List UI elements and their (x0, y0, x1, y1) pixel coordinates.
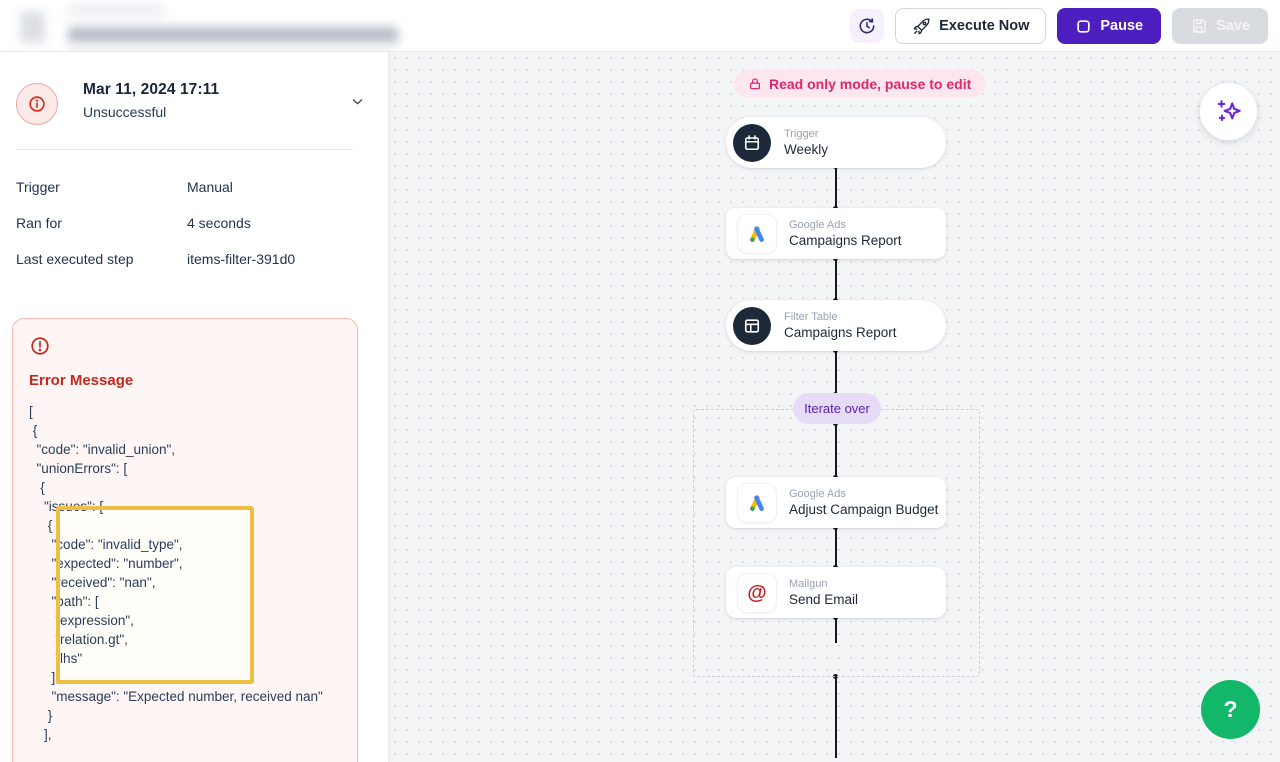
alert-circle-icon (29, 335, 51, 357)
rocket-icon (912, 17, 931, 36)
history-clock-icon (857, 16, 877, 36)
run-status-label: Unsuccessful (83, 104, 167, 120)
execute-now-label: Execute Now (939, 18, 1030, 34)
detail-value: 4 seconds (187, 215, 251, 231)
node-trigger-weekly[interactable]: Trigger Weekly (726, 117, 946, 168)
node-app-label: Trigger (784, 128, 819, 140)
stop-square-icon (1075, 18, 1092, 35)
iterate-over-pill[interactable]: Iterate over (793, 393, 881, 424)
google-ads-icon (738, 214, 776, 253)
error-message-panel: Error Message [ { "code": "invalid_union… (12, 318, 358, 762)
detail-row-last-step: Last executed step items-filter-391d0 (0, 242, 388, 278)
mailgun-icon: @ (738, 573, 776, 612)
iterate-loop-container (693, 409, 980, 677)
detail-row-trigger: Trigger Manual (0, 170, 388, 206)
node-app-label: Filter Table (784, 311, 838, 323)
run-history-button[interactable] (850, 9, 885, 43)
detail-label: Trigger (16, 179, 60, 195)
node-google-ads-adjust-budget[interactable]: Google Ads Adjust Campaign Budget (726, 477, 946, 528)
detail-label: Last executed step (16, 251, 134, 267)
iterate-over-label: Iterate over (804, 401, 870, 416)
redacted-subtitle (68, 45, 390, 51)
node-google-ads-campaigns-report[interactable]: Google Ads Campaigns Report (726, 208, 946, 259)
redacted-workflow-title (68, 27, 398, 43)
node-app-label: Google Ads (789, 488, 846, 500)
node-mailgun-send-email[interactable]: @ Mailgun Send Email (726, 567, 946, 618)
node-title: Campaigns Report (789, 233, 902, 248)
readonly-banner-label: Read only mode, pause to edit (769, 75, 972, 92)
save-floppy-icon (1190, 17, 1208, 35)
help-label: ? (1223, 696, 1238, 722)
connector-line (833, 674, 838, 758)
connector-line (833, 256, 838, 303)
detail-value: Manual (187, 179, 233, 195)
error-json-text: [ { "code": "invalid_union", "unionError… (29, 404, 323, 742)
readonly-banner: Read only mode, pause to edit (734, 70, 986, 97)
calendar-icon (733, 123, 771, 162)
run-details-sidebar: Mar 11, 2024 17:11 Unsuccessful Trigger … (0, 52, 389, 762)
run-header: Mar 11, 2024 17:11 Unsuccessful (83, 81, 219, 120)
topbar: Execute Now Pause Save (0, 0, 1280, 52)
info-icon (26, 93, 48, 115)
pause-button[interactable]: Pause (1057, 8, 1162, 44)
google-ads-icon (738, 483, 776, 522)
node-app-label: Mailgun (789, 578, 828, 590)
detail-row-ran-for: Ran for 4 seconds (0, 206, 388, 242)
table-icon (733, 306, 771, 345)
ai-assistant-button[interactable] (1200, 83, 1257, 140)
workflow-canvas[interactable]: Read only mode, pause to edit Iterate ov… (389, 52, 1280, 762)
connector-line (833, 164, 838, 211)
execute-now-button[interactable]: Execute Now (895, 8, 1047, 44)
node-title: Weekly (784, 142, 829, 157)
node-filter-table-campaigns-report[interactable]: Filter Table Campaigns Report (726, 300, 946, 351)
redacted-title-line (68, 3, 164, 18)
node-title: Send Email (789, 592, 859, 607)
help-button[interactable]: ? (1201, 680, 1260, 739)
redacted-app-logo (20, 11, 45, 43)
save-label: Save (1216, 18, 1250, 34)
node-app-label: Google Ads (789, 219, 846, 231)
divider (16, 149, 353, 150)
node-title: Adjust Campaign Budget (789, 502, 939, 517)
chevron-down-icon[interactable] (350, 94, 365, 114)
node-title: Campaigns Report (784, 325, 897, 340)
lock-icon (748, 77, 762, 91)
run-date: Mar 11, 2024 17:11 (83, 81, 220, 98)
run-status-badge (16, 83, 58, 125)
detail-label: Ran for (16, 215, 62, 231)
sparkle-icon (1214, 97, 1244, 127)
error-message-title: Error Message (29, 372, 134, 389)
run-detail-rows: Trigger Manual Ran for 4 seconds Last ex… (0, 170, 388, 278)
highlight-underlay (60, 510, 250, 680)
pause-label: Pause (1100, 18, 1144, 34)
connector-line (833, 348, 838, 397)
detail-value: items-filter-391d0 (187, 251, 296, 267)
save-button[interactable]: Save (1172, 8, 1268, 44)
